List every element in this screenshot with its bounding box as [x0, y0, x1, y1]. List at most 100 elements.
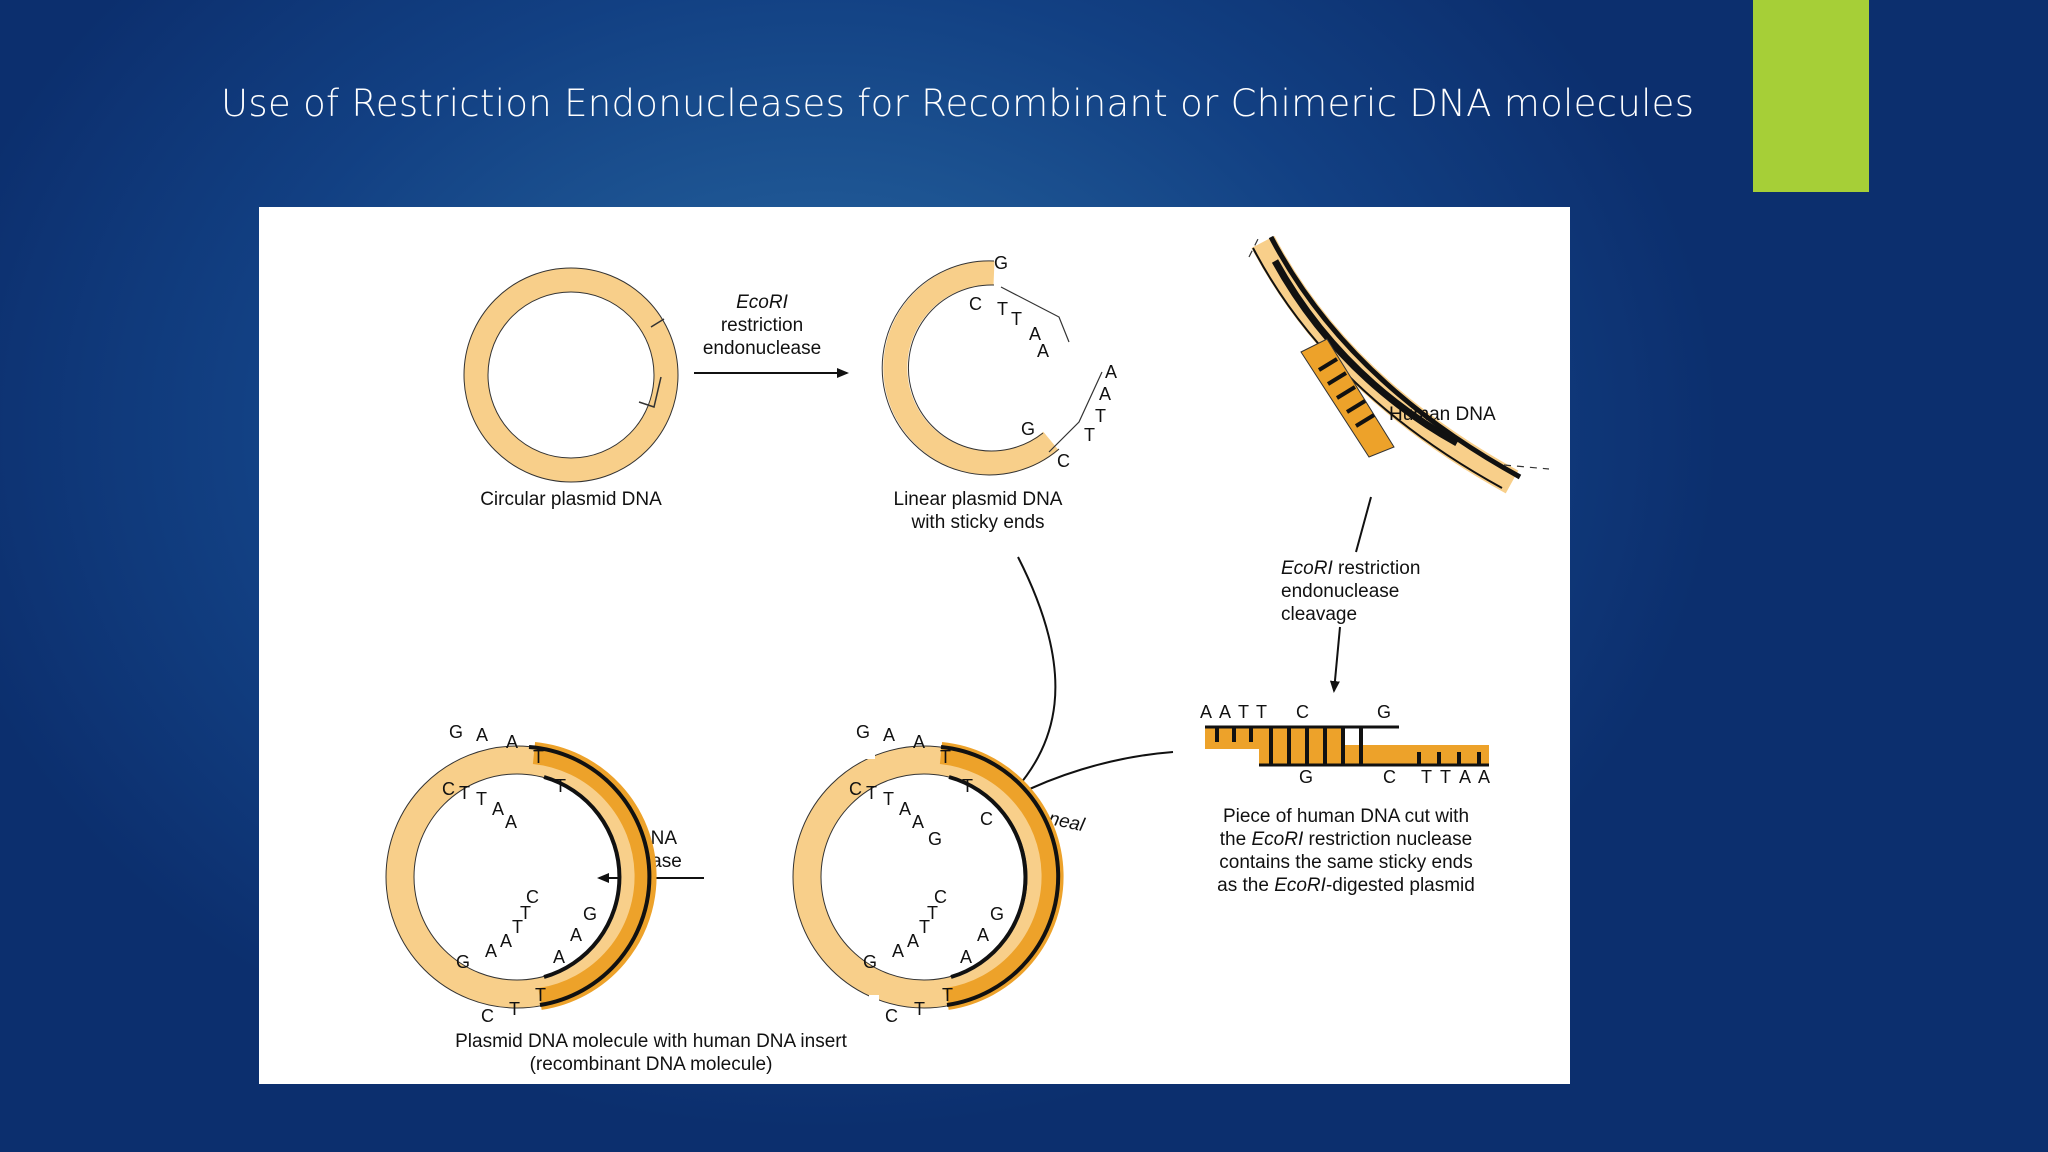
ring2-base: A: [899, 799, 911, 819]
piece-line-4: as the EcoRI-digested plasmid: [1217, 875, 1475, 896]
cleavage-step: EcoRI restriction endonuclease cleavage: [1281, 496, 1420, 693]
ring2-base: G: [928, 829, 942, 849]
frag-base: T: [1238, 702, 1249, 722]
cleavage-italic: EcoRI: [1281, 558, 1333, 579]
ring2-base: A: [977, 925, 989, 945]
cleavage-label-2: endonuclease: [1281, 581, 1399, 602]
ring2-base: T: [919, 917, 930, 937]
piece-line-2: the EcoRI restriction nuclease: [1220, 829, 1472, 850]
recombinant-ring: G A A T T C T T A A C G A A T T A A G C …: [385, 722, 848, 1075]
ring1-base: T: [555, 776, 566, 796]
fragment-caption: Piece of human DNA cut with the EcoRI re…: [1217, 806, 1475, 896]
human-dna: Human DNA: [1248, 235, 1550, 494]
ring2-base: T: [962, 776, 973, 796]
ring2-base: A: [892, 941, 904, 961]
piece-2b: EcoRI: [1251, 829, 1303, 850]
ecori-label-1: EcoRI: [736, 292, 788, 313]
ecori-step: EcoRI restriction endonuclease: [694, 292, 849, 378]
lin-base: A: [1029, 324, 1041, 344]
ring1-base: T: [459, 783, 470, 803]
frag-base: G: [1377, 702, 1391, 722]
slide-title: Use of Restriction Endonucleases for Rec…: [221, 82, 1695, 125]
circular-label: Circular plasmid DNA: [480, 489, 662, 510]
ring2-base: A: [912, 812, 924, 832]
frag-base: T: [1440, 767, 1451, 787]
nick-top: [865, 745, 875, 759]
ring2-base: T: [942, 985, 953, 1005]
lin-base: G: [994, 253, 1008, 273]
piece-4a: as the: [1217, 875, 1274, 896]
ecori-label-3: endonuclease: [703, 338, 821, 359]
ring2-base: G: [863, 952, 877, 972]
frag-base: T: [1421, 767, 1432, 787]
human-dna-fragment: A A T T C G G C T T A A: [1200, 702, 1490, 787]
annealed-ring: G A A T T C T T A A C G C G A A T T A A …: [792, 722, 1064, 1026]
diagram-panel: Circular plasmid DNA EcoRI restriction e…: [259, 207, 1570, 1084]
lin-base: C: [1057, 451, 1070, 471]
ring1-base: A: [505, 812, 517, 832]
linear-label-2: with sticky ends: [910, 512, 1044, 533]
ring1-base: A: [553, 947, 565, 967]
lin-base: G: [1021, 419, 1035, 439]
lin-base: A: [1037, 341, 1049, 361]
lin-base: T: [1084, 425, 1095, 445]
ring2-base: G: [990, 904, 1004, 924]
cleavage-label-3: cleavage: [1281, 604, 1357, 625]
ring2-base: T: [927, 903, 938, 923]
frag-base: A: [1219, 702, 1231, 722]
ring2-base: T: [940, 747, 951, 767]
ring1-base: T: [533, 747, 544, 767]
ring2-base: C: [885, 1006, 898, 1026]
ring1-base: A: [492, 799, 504, 819]
lin-base: A: [1099, 384, 1111, 404]
ring1-base: T: [512, 917, 523, 937]
ring1-base: C: [481, 1006, 494, 1026]
ring1-base: A: [485, 941, 497, 961]
ring2-base: A: [960, 947, 972, 967]
accent-bar: [1753, 0, 1869, 192]
lin-base: T: [1095, 406, 1106, 426]
piece-4b: EcoRI: [1274, 875, 1326, 896]
ring1-base: G: [456, 952, 470, 972]
ecori-label-2: restriction: [721, 315, 803, 336]
diagram-svg: Circular plasmid DNA EcoRI restriction e…: [385, 235, 1550, 1075]
ring1-base: T: [535, 985, 546, 1005]
piece-line-3: contains the same sticky ends: [1219, 852, 1472, 873]
ring1-base: A: [476, 725, 488, 745]
ring1-base: T: [520, 903, 531, 923]
frag-base: A: [1459, 767, 1471, 787]
lin-base: C: [969, 294, 982, 314]
ring1-base: T: [476, 789, 487, 809]
piece-2a: the: [1220, 829, 1252, 850]
lin-base: A: [1105, 362, 1117, 382]
ring2-base: C: [934, 887, 947, 907]
ring1-base: A: [500, 931, 512, 951]
piece-4c: -digested plasmid: [1326, 875, 1475, 896]
ring2-base: T: [866, 783, 877, 803]
ring1-base: C: [442, 779, 455, 799]
final-label-1: Plasmid DNA molecule with human DNA inse…: [455, 1031, 847, 1052]
cleavage-rest: restriction: [1333, 558, 1421, 579]
frag-base: G: [1299, 767, 1313, 787]
ring1-base: G: [583, 904, 597, 924]
lin-base: T: [1011, 309, 1022, 329]
frag-base: A: [1200, 702, 1212, 722]
ring2-base: C: [980, 809, 993, 829]
ring2-base: T: [883, 789, 894, 809]
frag-base: C: [1296, 702, 1309, 722]
ring1-base: A: [506, 732, 518, 752]
piece-line-1: Piece of human DNA cut with: [1223, 806, 1469, 827]
ring2-base: A: [913, 732, 925, 752]
human-dna-label: Human DNA: [1389, 404, 1496, 425]
nick-bottom: [869, 995, 879, 1009]
frag-base: A: [1478, 767, 1490, 787]
cleavage-label-1: EcoRI restriction: [1281, 558, 1420, 579]
ring1-base: A: [570, 925, 582, 945]
linear-plasmid: G C T T A A A A T T G C Linear plasmid D…: [881, 253, 1117, 533]
ring2-base: A: [883, 725, 895, 745]
final-label-2: (recombinant DNA molecule): [530, 1054, 773, 1075]
circular-plasmid: Circular plasmid DNA: [463, 267, 679, 510]
ring2-base: A: [907, 931, 919, 951]
ring2-base: T: [914, 999, 925, 1019]
lin-base: T: [997, 299, 1008, 319]
